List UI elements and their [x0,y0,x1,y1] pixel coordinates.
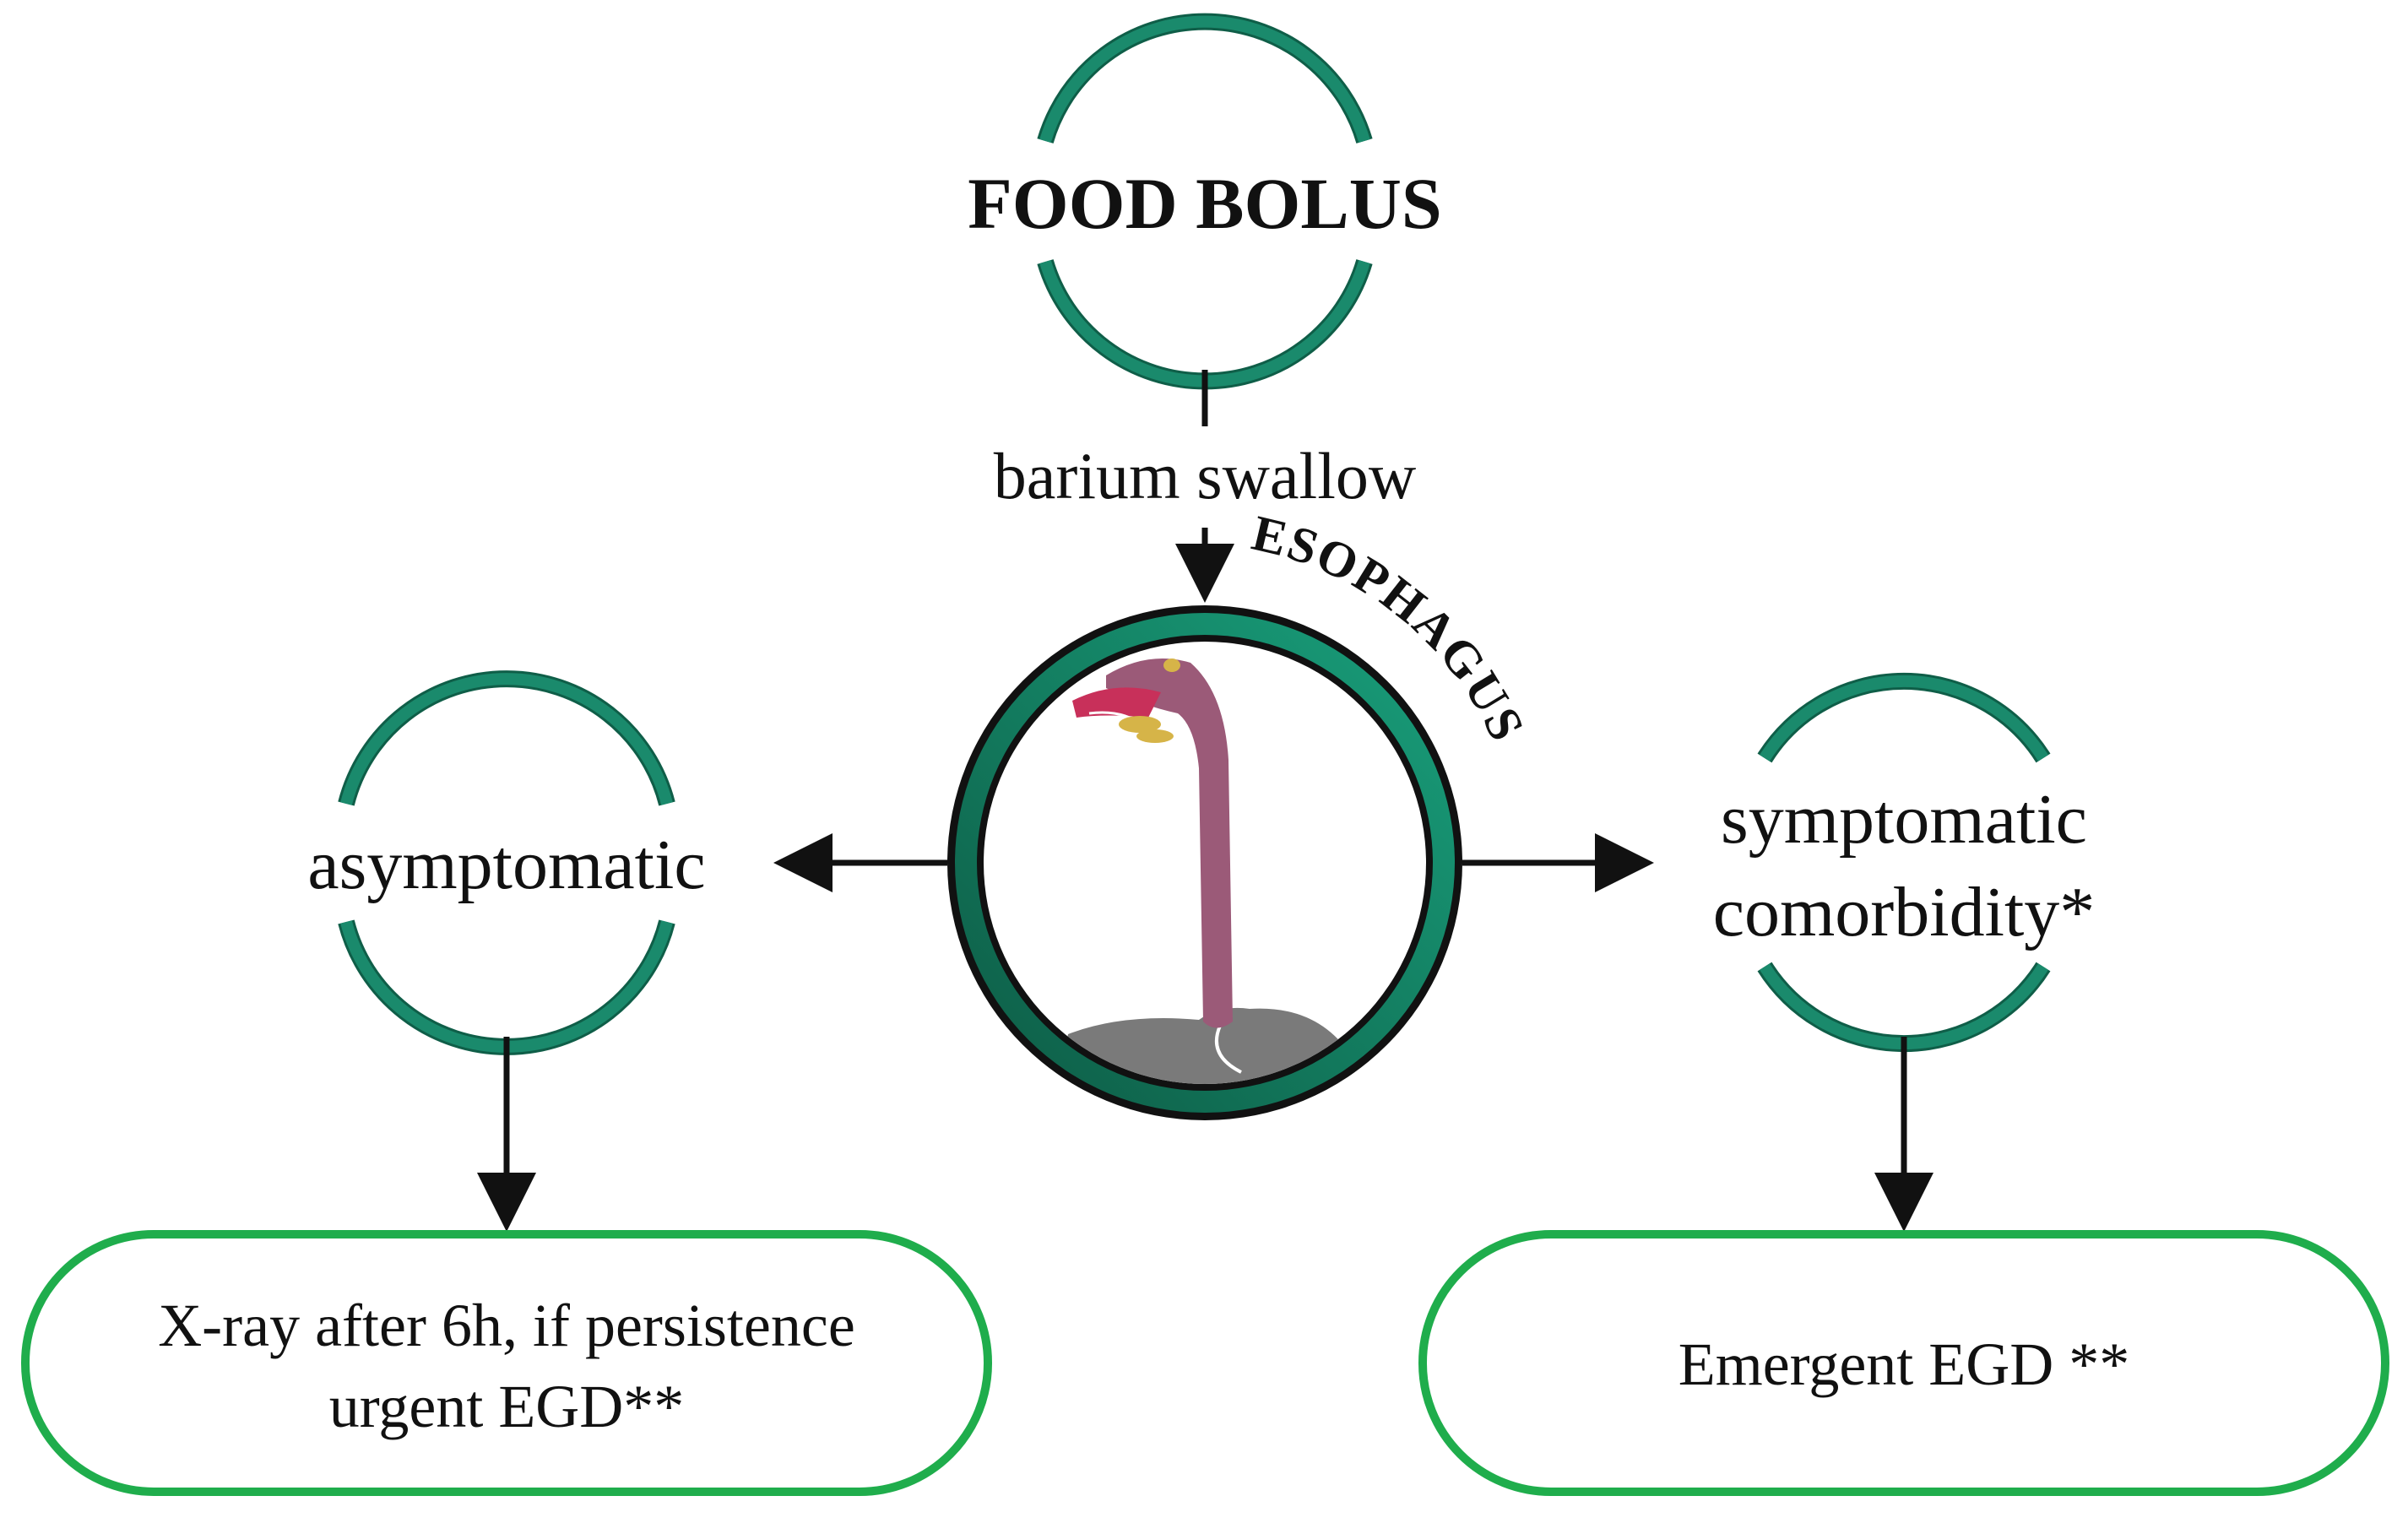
symptomatic-label: symptomatic [1721,780,2087,859]
x-ray-line-1: X-ray after 6h, if persistence [158,1292,855,1359]
fat-spot-3 [1163,659,1180,672]
food-bolus-node: FOOD BOLUS [968,13,1442,390]
x-ray-box: X-ray after 6h, if persistence urgent EG… [21,1230,992,1496]
x-ray-line-2: urgent EGD** [329,1373,685,1440]
emergent-egd-label: Emergent EGD ** [1679,1331,2130,1398]
barium-swallow-label: barium swallow [994,439,1416,512]
emergent-egd-box: Emergent EGD ** [1418,1230,2389,1496]
asymptomatic-label: asymptomatic [307,826,705,904]
food-bolus-label: FOOD BOLUS [968,163,1441,244]
symptomatic-node: symptomatic comorbidity* [1713,672,2096,1053]
comorbidity-label: comorbidity* [1713,873,2096,951]
fat-spot-2 [1136,729,1174,743]
asymptomatic-node: asymptomatic [307,670,706,1055]
fat-spot-1 [1119,716,1161,733]
esophagus-tube [1106,659,1233,1028]
pharynx-shape [1072,687,1161,718]
esophagus-node: ESOPHAGUS [947,505,1534,1120]
